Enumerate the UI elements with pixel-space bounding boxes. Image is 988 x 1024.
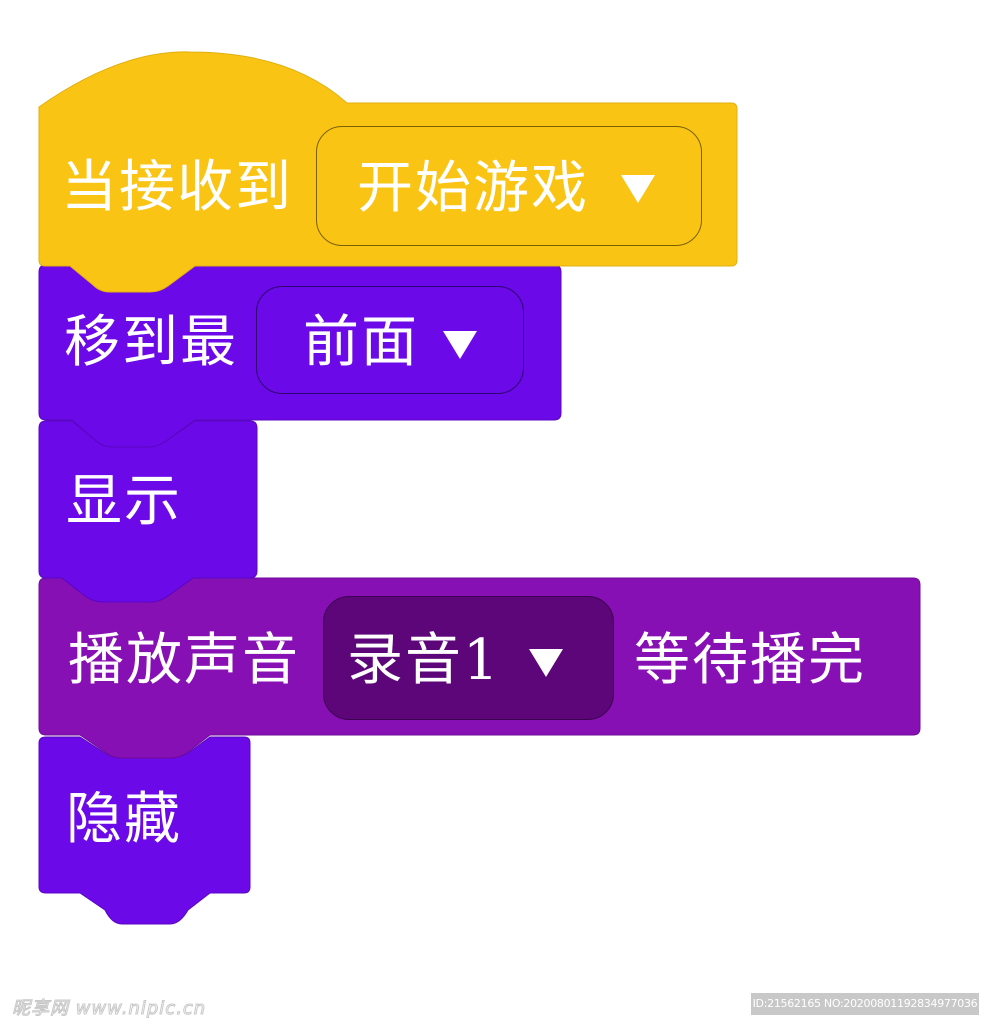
layer-dropdown-value: 前面: [303, 310, 419, 375]
message-dropdown-value: 开始游戏: [357, 156, 589, 221]
until-done-label: 等待播完: [634, 628, 866, 693]
triangle-down-icon: [621, 175, 655, 203]
layer-dropdown[interactable]: 前面: [256, 286, 524, 394]
hide-label: 隐藏: [66, 787, 182, 852]
triangle-down-icon: [443, 331, 477, 359]
when-receive-label: 当接收到: [61, 155, 293, 220]
watermark-id: ID:21562165 NO:20200801192834977036: [751, 993, 979, 1015]
play-sound-label: 播放声音: [68, 628, 300, 693]
go-to-label: 移到最: [64, 310, 238, 375]
sound-dropdown[interactable]: 录音1: [323, 596, 614, 720]
watermark-site: 昵享网 www.nipic.cn: [11, 998, 207, 1020]
triangle-down-icon: [529, 649, 563, 677]
message-dropdown[interactable]: 开始游戏: [316, 126, 702, 246]
sound-dropdown-value: 录音1: [347, 628, 501, 693]
show-label: 显示: [66, 469, 182, 534]
